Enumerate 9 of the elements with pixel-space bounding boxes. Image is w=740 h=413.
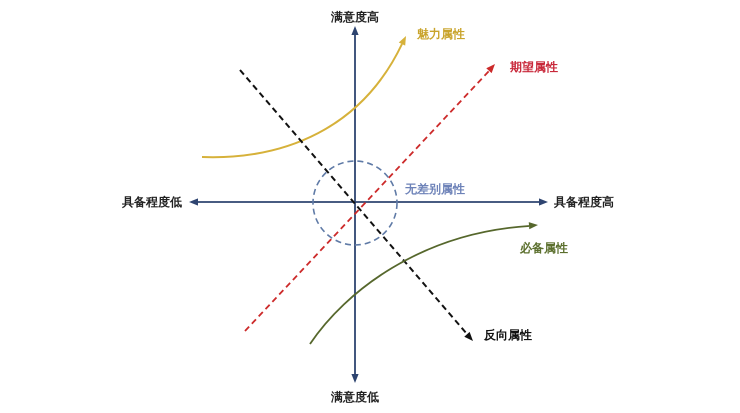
axis-label: 具备程度高 xyxy=(554,195,614,209)
axis-label: 满意度高 xyxy=(331,10,379,24)
curve-label: 必备属性 xyxy=(520,241,568,255)
axis-label: 具备程度低 xyxy=(122,195,182,209)
curve-label: 反向属性 xyxy=(484,328,532,342)
circle-label: 无差别属性 xyxy=(405,182,465,196)
curve-label: 魅力属性 xyxy=(417,27,465,41)
axis-label: 满意度低 xyxy=(331,390,379,404)
curve-label: 期望属性 xyxy=(510,60,558,74)
